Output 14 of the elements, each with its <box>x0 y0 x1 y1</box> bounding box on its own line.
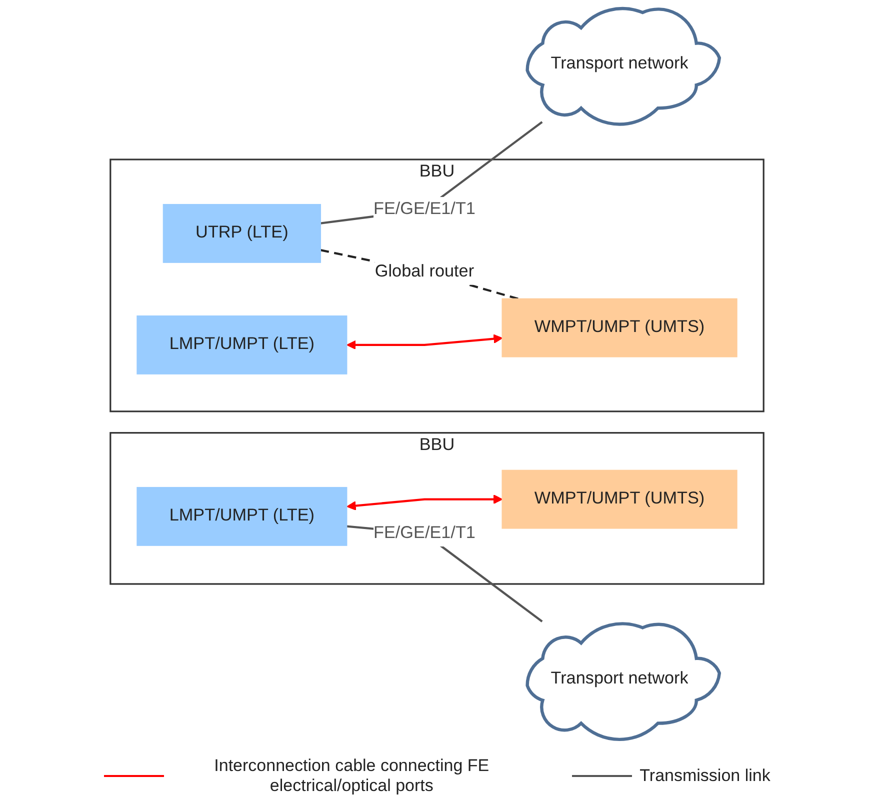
node-box: WMPT/UMPT (UMTS) <box>502 298 738 358</box>
legend-text: Transmission link <box>640 766 770 786</box>
legend-text: Interconnection cable connecting FE electrical/optical ports <box>213 756 490 796</box>
node-box: UTRP (LTE) <box>162 204 322 263</box>
arrow <box>346 494 503 510</box>
arrow <box>346 334 503 350</box>
node-box: LMPT/UMPT (LTE) <box>136 315 348 374</box>
connector <box>320 121 543 224</box>
edge-label: FE/GE/E1/T1 <box>373 524 476 542</box>
edge-label: FE/GE/E1/T1 <box>373 200 476 218</box>
edge-label: Global router <box>374 262 474 281</box>
node-box: LMPT/UMPT (LTE) <box>136 486 348 546</box>
node-box: WMPT/UMPT (UMTS) <box>502 470 738 529</box>
connector <box>320 249 519 300</box>
